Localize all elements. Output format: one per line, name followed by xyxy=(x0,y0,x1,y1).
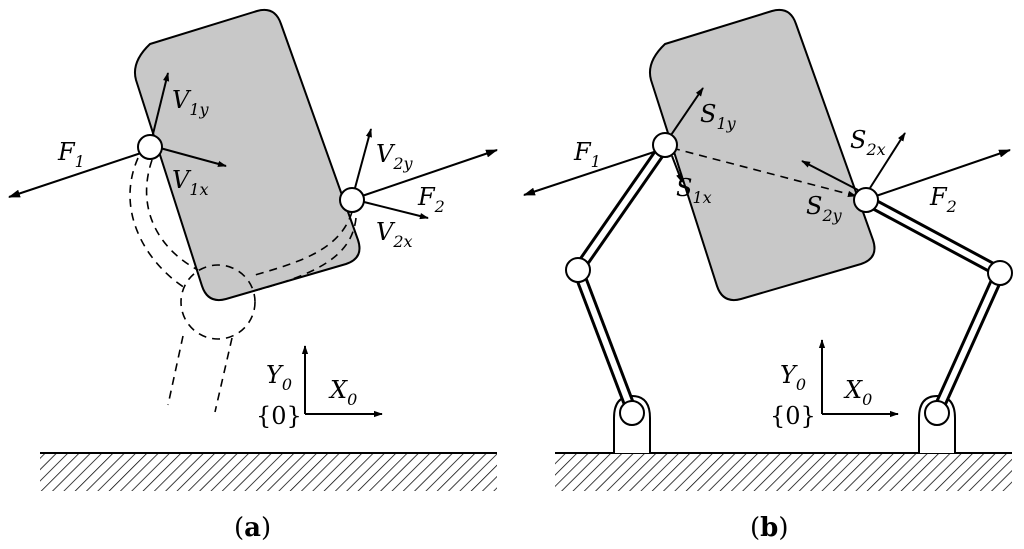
caption-b: (b) xyxy=(750,513,789,543)
frame-name-b: {0} xyxy=(770,402,816,430)
v2x-arrow xyxy=(363,201,429,220)
s2y-arrow xyxy=(869,132,906,189)
label-v2y: V2y xyxy=(376,140,414,173)
label-f1-a: F1 xyxy=(57,138,85,171)
f1-arrow-a xyxy=(8,149,151,198)
frame-y-label-b: Y0 xyxy=(780,361,806,394)
label-s1x: S1x xyxy=(676,174,712,207)
contact-joint-1-a xyxy=(137,134,163,160)
label-f2-a: F2 xyxy=(417,183,445,216)
s1x-arrow xyxy=(671,155,683,183)
label-f2-b: F2 xyxy=(929,183,957,216)
base-joint-left xyxy=(619,400,645,426)
label-v2x: V2x xyxy=(376,218,413,251)
ground-b xyxy=(555,453,1012,491)
body-b xyxy=(649,8,876,302)
f1-arrow-b xyxy=(523,149,661,196)
caption-a: (a) xyxy=(234,513,271,543)
s1y-arrow xyxy=(668,87,704,139)
panel-a: F1 V1y V1x V2y F2 V2x Y0 X0 {0} (a) xyxy=(8,8,498,543)
panel-b: F1 S1y S1x S2x S2y F2 Y0 X0 {0} (b) xyxy=(523,8,1013,543)
ground-a xyxy=(40,453,497,491)
frame-y-label-a: Y0 xyxy=(266,361,292,394)
v2y-arrow xyxy=(354,128,372,189)
f2-arrow-a xyxy=(361,149,498,197)
label-s1y: S1y xyxy=(700,100,737,133)
contact-link-dashed xyxy=(663,142,857,198)
body-a xyxy=(134,8,361,302)
frame-x-label-a: X0 xyxy=(328,376,357,409)
frame-name-a: {0} xyxy=(256,402,302,430)
v1x-arrow xyxy=(159,147,227,167)
contact-joint-1-b xyxy=(652,132,678,158)
middle-joint-right xyxy=(987,260,1013,286)
v1y-arrow xyxy=(151,72,170,139)
contact-joint-2-a xyxy=(339,187,365,213)
label-f1-b: F1 xyxy=(573,138,601,171)
label-v1y: V1y xyxy=(172,86,210,119)
middle-joint-left xyxy=(565,257,591,283)
label-s2y: S2y xyxy=(806,192,843,225)
f2-arrow-b xyxy=(875,149,1011,197)
dashed-hand-sketch xyxy=(129,157,357,413)
label-v1x: V1x xyxy=(172,166,209,199)
s2x-arrow xyxy=(801,160,859,191)
label-s2x: S2x xyxy=(850,126,886,159)
base-joint-right xyxy=(924,400,950,426)
finger-links xyxy=(572,141,1006,415)
frame-x-label-b: X0 xyxy=(843,376,872,409)
contact-joint-2-b xyxy=(853,187,879,213)
